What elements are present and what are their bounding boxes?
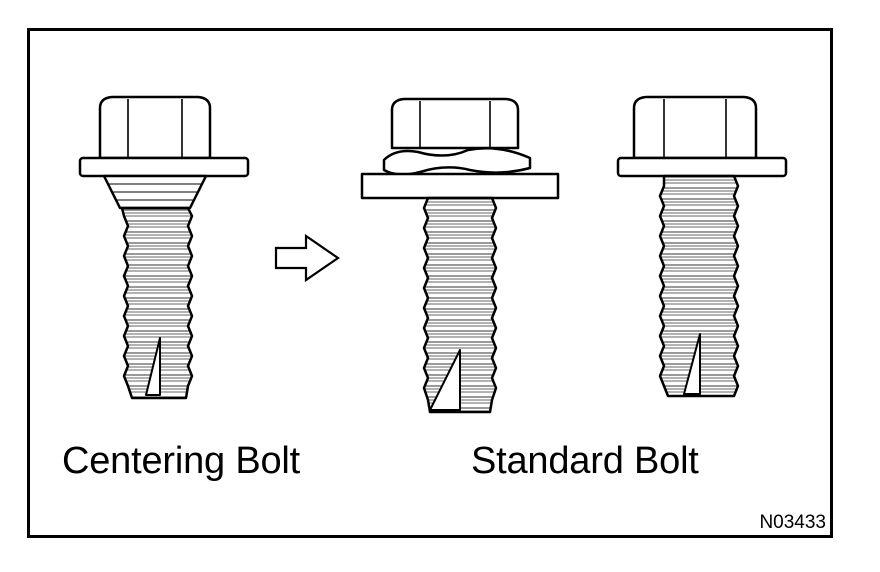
caption-centering-bolt: Centering Bolt (62, 440, 301, 482)
washer-icon (382, 146, 532, 176)
arrow-right-icon (274, 233, 340, 283)
centering-bolt-icon (78, 95, 250, 400)
standard-bolt-icon (616, 95, 788, 398)
caption-standard-bolt: Standard Bolt (471, 440, 699, 482)
figure-id-label: N03433 (759, 512, 826, 533)
figure-frame (27, 28, 833, 538)
standard-bolt-with-washer-icon (360, 97, 560, 414)
